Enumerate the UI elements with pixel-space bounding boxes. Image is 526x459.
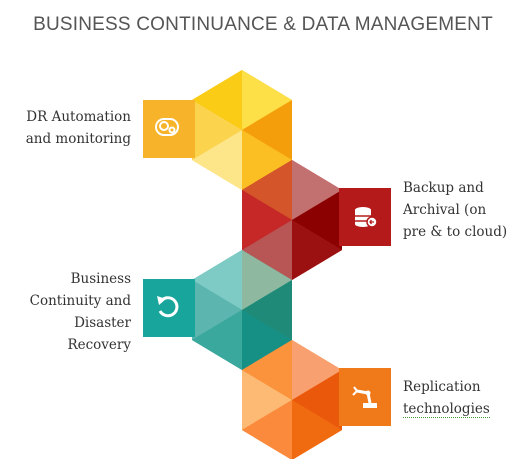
database-backup-icon — [355, 207, 378, 228]
hex-business-continuity — [192, 250, 292, 370]
undo-arrow-icon — [157, 296, 179, 318]
gear-automation-icon — [155, 118, 179, 136]
label-backup-archival: Backup and Archival (on pre & to cloud) — [403, 180, 508, 240]
label-replication: Replication technologies — [403, 379, 490, 418]
page-title: BUSINESS CONTINUANCE & DATA MANAGEMENT — [33, 14, 493, 35]
hex-backup-archival — [242, 160, 342, 280]
hex-replication — [242, 340, 342, 459]
label-dr-automation: DR Automation and monitoring — [25, 109, 131, 147]
robot-arm-icon — [352, 386, 377, 408]
label-business-continuity: Business Continuity and Disaster Recover… — [29, 271, 131, 353]
hex-dr-automation — [192, 70, 292, 190]
tab-business-continuity — [143, 279, 195, 337]
tab-replication — [339, 368, 391, 426]
